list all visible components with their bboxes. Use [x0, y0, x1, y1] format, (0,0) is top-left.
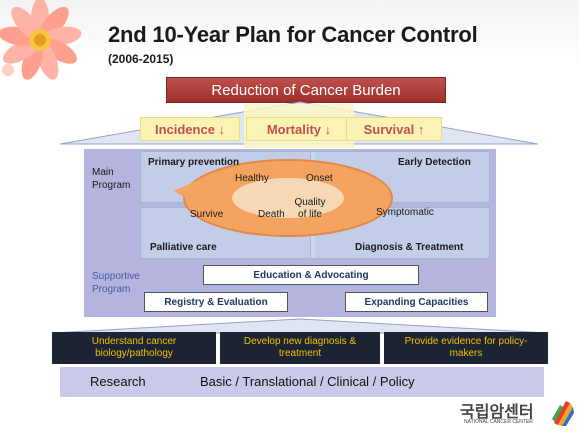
research-band: Research Basic / Translational / Clinica… — [60, 367, 544, 397]
outcome-survival: Survival ↑ — [346, 117, 442, 141]
cycle-symptomatic: Symptomatic — [376, 207, 434, 218]
label-primary-prevention: Primary prevention — [148, 157, 240, 168]
cycle-center-line2: of life — [298, 209, 322, 220]
logo-korean-text: 국립암센터 — [460, 402, 534, 421]
research-box-diagnosis-line2: treatment — [278, 348, 322, 359]
cycle-survive: Survive — [190, 209, 224, 220]
outcome-incidence: Incidence ↓ — [140, 117, 240, 141]
research-box-diagnosis: Develop new diagnosis &treatment — [220, 332, 380, 364]
main-program-label-line2: Program — [92, 180, 131, 191]
logo-english-text: NATIONAL CANCER CENTER — [464, 419, 533, 425]
care-cycle-diagram — [174, 159, 393, 237]
label-early-detection: Early Detection — [398, 157, 471, 168]
cycle-healthy: Healthy — [235, 173, 269, 184]
expanding-capacities-box: Expanding Capacities — [345, 292, 488, 312]
main-program-label-line1: Main — [92, 167, 114, 178]
page-title: 2nd 10-Year Plan for Cancer Control — [108, 22, 478, 47]
research-box-biology-line1: Understand cancer — [91, 336, 177, 347]
page-subtitle: (2006-2015) — [108, 52, 174, 66]
goal-banner: Reduction of Cancer Burden — [166, 77, 446, 103]
research-label: Research — [90, 374, 146, 389]
header-band — [0, 0, 579, 78]
label-diagnosis-treatment: Diagnosis & Treatment — [355, 242, 464, 253]
cycle-death: Death — [258, 209, 285, 220]
supportive-program-label-line2: Program — [92, 284, 131, 295]
quadrant-diagnosis-treatment — [310, 207, 490, 259]
research-box-policy: Provide evidence for policy-makers — [384, 332, 548, 364]
research-box-biology-line2: biology/pathology — [95, 348, 173, 359]
registry-evaluation-box: Registry & Evaluation — [144, 292, 288, 312]
outcome-mortality: Mortality ↓ — [246, 117, 352, 141]
research-box-policy-line1: Provide evidence for policy- — [404, 336, 528, 347]
cycle-center-line1: Quality — [294, 197, 326, 208]
flower-icon — [0, 0, 82, 80]
label-palliative-care: Palliative care — [150, 242, 217, 253]
education-advocating-box: Education & Advocating — [203, 265, 419, 285]
research-areas: Basic / Translational / Clinical / Polic… — [200, 374, 415, 389]
ncc-logo-icon — [552, 401, 574, 426]
research-box-diagnosis-line1: Develop new diagnosis & — [243, 336, 357, 347]
supportive-program-label-line1: Supportive — [92, 271, 140, 282]
research-box-policy-line2: makers — [449, 348, 483, 359]
cycle-onset: Onset — [306, 173, 333, 184]
